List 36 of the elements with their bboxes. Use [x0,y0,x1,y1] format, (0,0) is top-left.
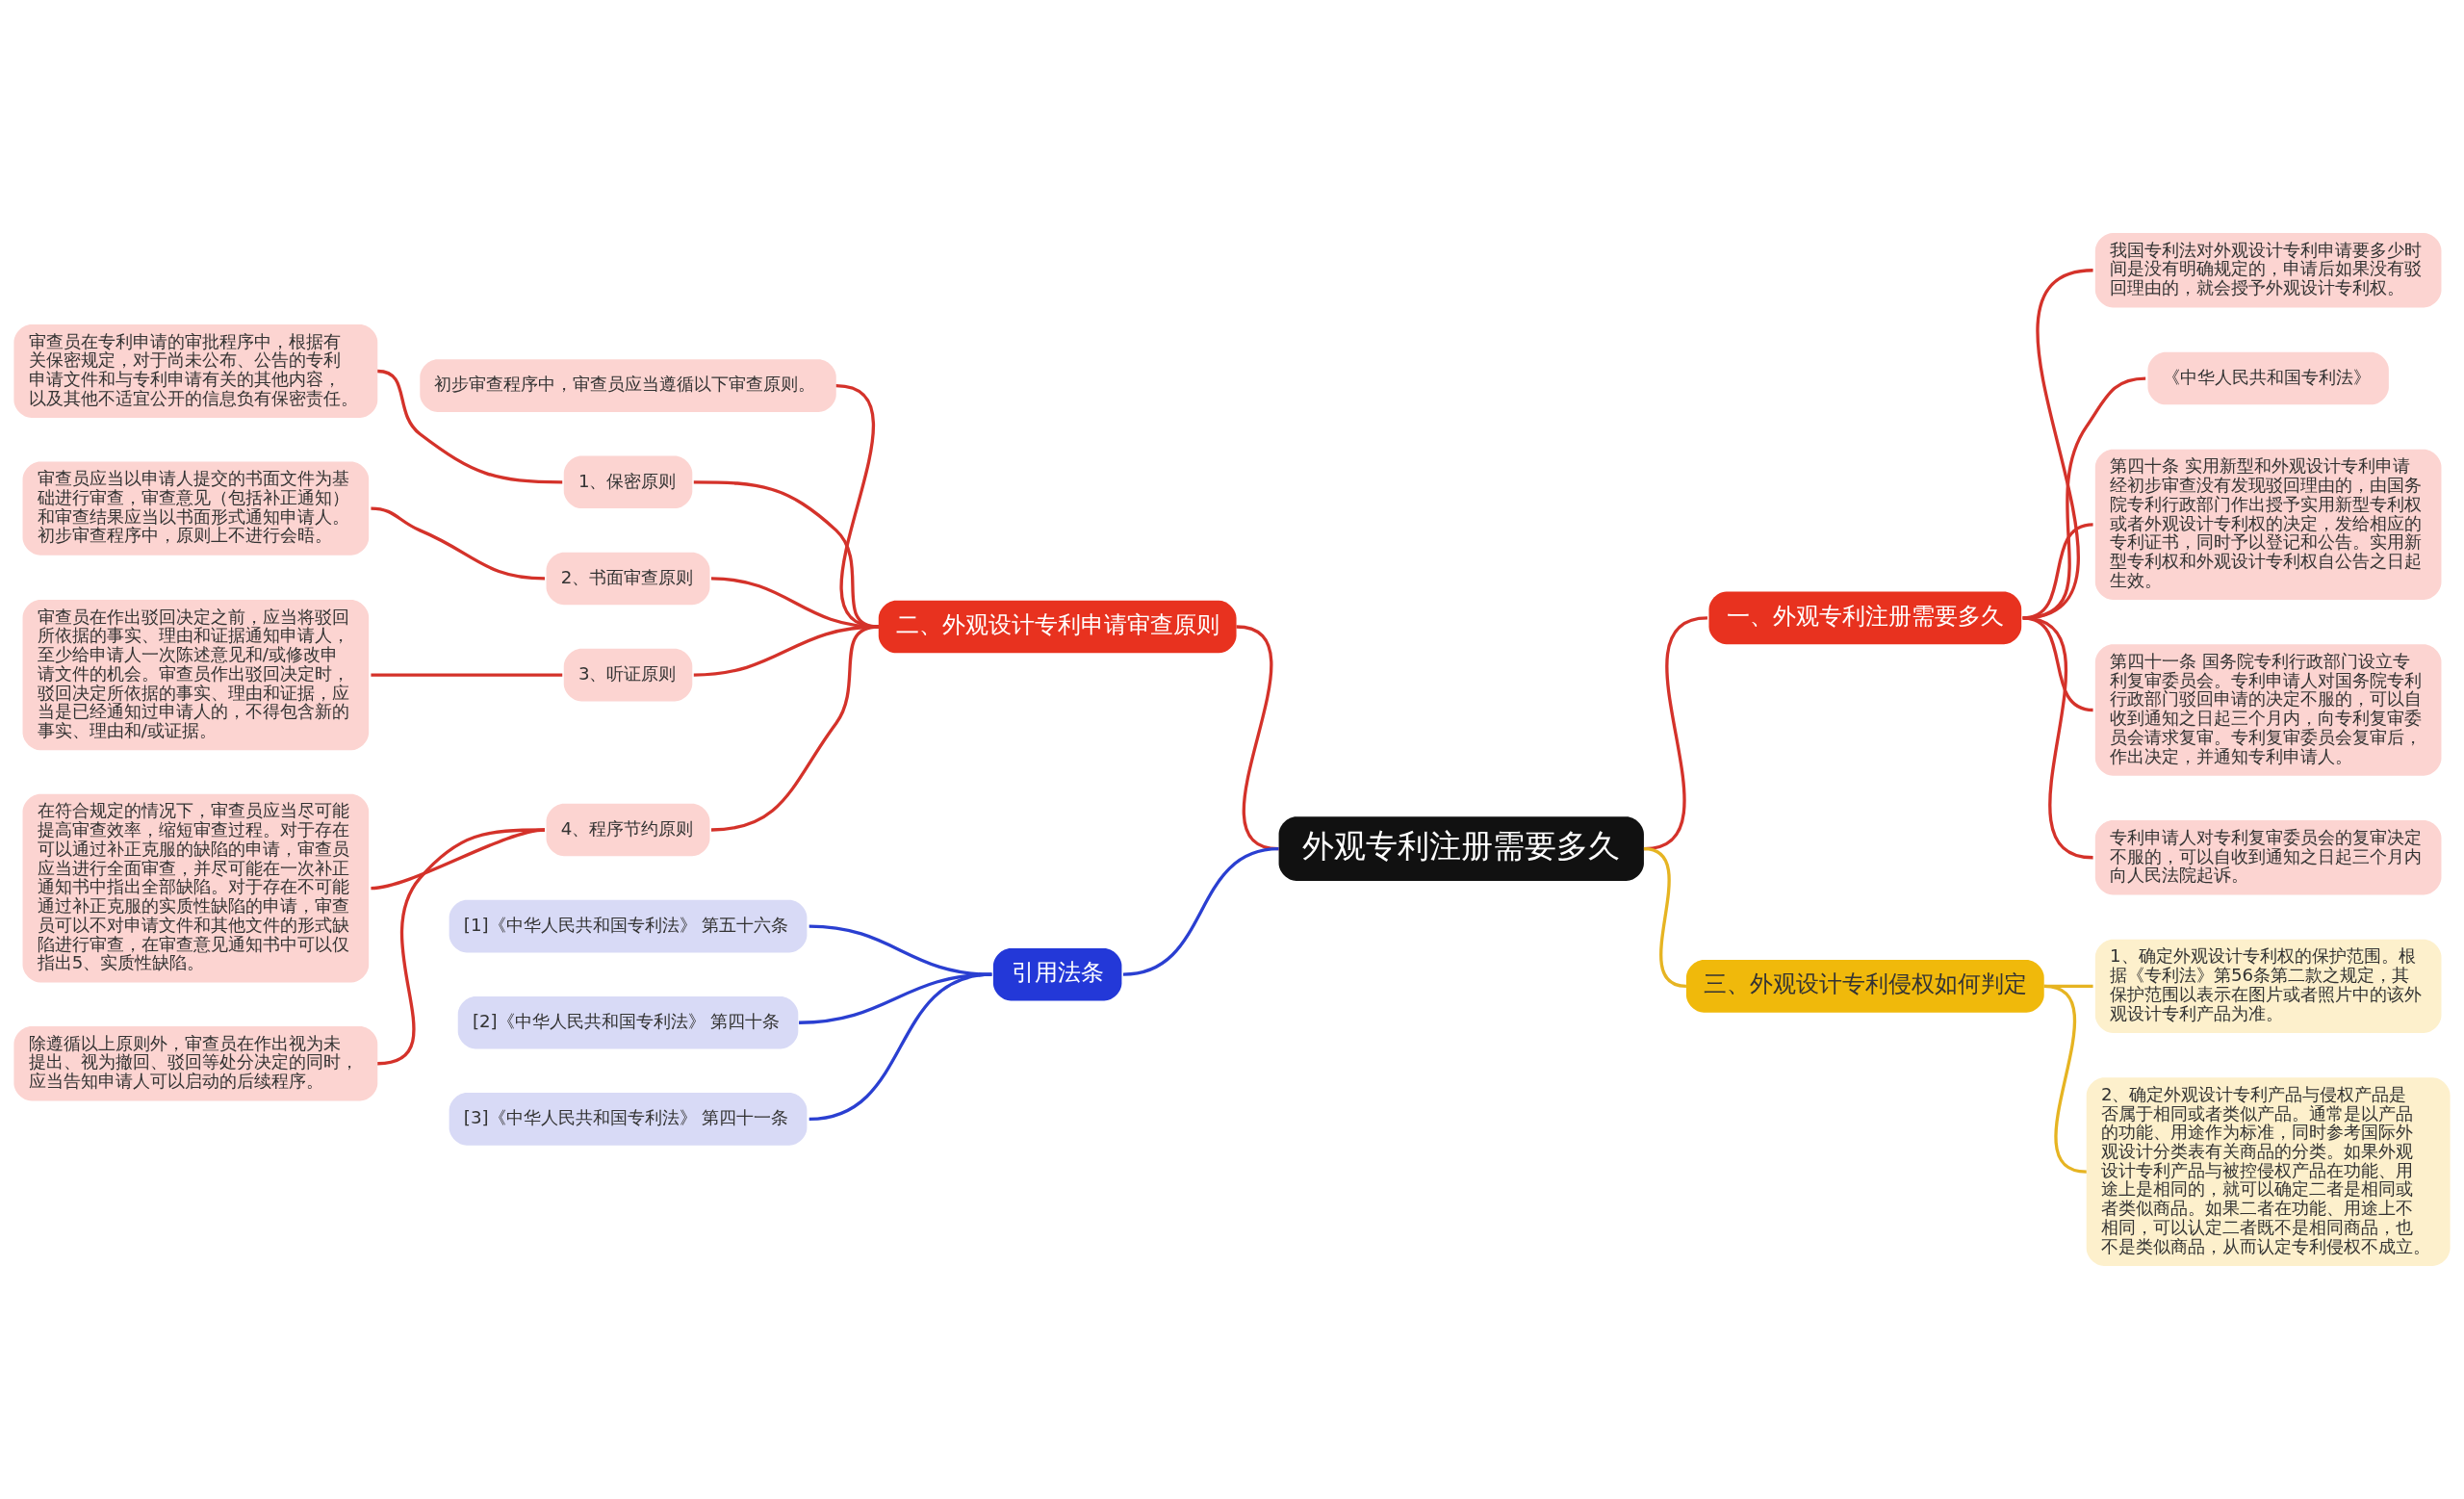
node-box: 审查员应当以申请人提交的书面文件为基础进行审查，审查意见（包括补正通知）和审查结果应当以书面形式通知申请人。初步审查程序中，原则上不进行会晤。 [22,461,370,556]
connector [808,924,992,976]
node-box: 第四十条 实用新型和外观设计专利申请经初步审查没有发现驳回理由的，由国务院专利行政部门作出授予实用新型专利权或者外观设计专利权的决定，发给相应的专利证书，同时予以登记和公告。实用新型专利权和外观设计专利权自公告之日起生效。 [2094,449,2442,600]
node-box: 第四十一条 国务院专利行政部门设立专利复审委员会。专利申请人对国务院专利行政部门驳回申请的决定不服的，可以自收到通知之日起三个月内，向专利复审委员会请求复审。专利复审委员会复审后，作出决定，并通知专利申请人。 [2094,644,2442,776]
node-box: 初步审查程序中，审查员应当遵循以下审查原则。 [420,359,836,412]
connector [371,506,546,581]
node-box: 3、听证原则 [563,648,693,702]
connector [377,828,546,1066]
node-box: 一、外观专利注册需要多久 [1708,591,2022,645]
node-box: 外观专利注册需要多久 [1278,816,1644,882]
node-box: 2、书面审查原则 [546,552,710,606]
connector [808,972,992,1122]
connector [377,369,563,484]
node-box: 2、确定外观设计专利产品与侵权产品是否属于相同或者类似产品。通常是以产品的功能、用途作为标准，同时参考国际外观设计分类表有关商品的分类。如果外观设计专利产品与被控侵权产品在功能、用途上是相同的，就可以确定二者是相同或者类似商品。如果二者在功能、用途上不相同，可以认定二者既不是相同商品，也不是类似商品，从而认定专利侵权不成立。 [2086,1077,2451,1266]
connector [693,625,879,677]
node-box: [3]《中华人民共和国专利法》 第四十一条 [449,1093,808,1146]
node-box: [2]《中华人民共和国专利法》 第四十条 [457,995,799,1049]
connector [371,673,563,677]
connector [2043,984,2088,1174]
connector [710,625,879,832]
node-box: 我国专利法对外观设计专利申请要多少时间是没有明确规定的，申请后如果没有驳回理由的，就会授予外观设计专利权。 [2094,233,2442,308]
node-box: 《中华人民共和国专利法》 [2147,351,2389,405]
node-box: 审查员在作出驳回决定之前，应当将驳回所依据的事实、理由和证据通知申请人，至少给申请人一次陈述意见和/或修改申请文件的机会。审查员作出驳回决定时，驳回决定所依据的事实、理由和证据，应当是已经通知过申请人的，不得包含新的事实、理由和/或证据。 [22,599,370,751]
node-box: [1]《中华人民共和国专利法》 第五十六条 [449,899,808,953]
connector [1122,847,1279,976]
connector [2022,616,2093,860]
node-box: 引用法条 [992,947,1122,1001]
node-box: 二、外观设计专利申请审查原则 [878,600,1237,654]
node-box: 在符合规定的情况下，审查员应当尽可能提高审查效率，缩短审查过程。对于存在可以通过补正克服的缺陷的申请，审查员应当进行全面审查，并尽可能在一次补正通知书中指出全部缺陷。对于存在不可能通过补正克服的实质性缺陷的申请，审查员可以不对申请文件和其他文件的形式缺陷进行审查，在审查意见通知书中可以仅指出5、实质性缺陷。 [22,793,370,983]
node-box: 除遵循以上原则外，审查员在作出视为未提出、视为撤回、驳回等处分决定的同时，应当告知申请人可以启动的后续程序。 [13,1026,378,1101]
node-box: 4、程序节约原则 [546,803,710,857]
node-box: 专利申请人对专利复审委员会的复审决定不服的，可以自收到通知之日起三个月内向人民法院起诉。 [2094,820,2442,895]
node-box: 1、确定外观设计专利权的保护范围。根据《专利法》第56条第二款之规定，其保护范围以表示在图片或者照片中的该外观设计专利产品为准。 [2094,939,2442,1033]
node-box: 审查员在专利申请的审批程序中，根据有关保密规定，对于尚未公布、公告的专利申请文件和与专利申请有关的其他内容，以及其他不适宜公开的信息负有保密责任。 [13,323,378,419]
node-box: 1、保密原则 [563,455,693,509]
node-box: 三、外观设计专利侵权如何判定 [1685,960,2044,1013]
